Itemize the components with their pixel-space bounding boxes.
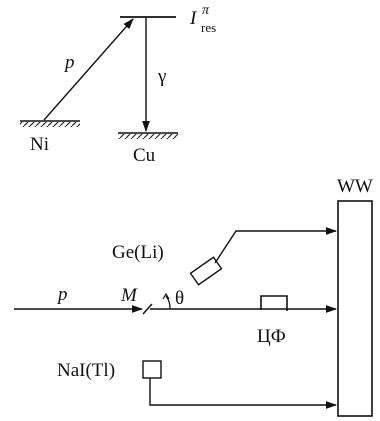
nai-detector — [142, 360, 162, 379]
faraday-cup — [260, 295, 288, 311]
level-scheme: I π res p γ Ni Cu — [20, 3, 216, 166]
ni-ground-level — [20, 120, 80, 127]
resonance-level-label: I — [189, 8, 198, 29]
target-foil — [142, 303, 153, 315]
nai-detector-label: NaI(Tl) — [57, 360, 115, 381]
electronics-block — [337, 200, 373, 417]
angle-arc — [165, 295, 171, 310]
resonance-level-superscript: π — [202, 3, 210, 18]
target-nucleus-label: Ni — [30, 134, 49, 155]
beam-label: p — [56, 284, 68, 305]
ge-signal-line — [214, 227, 338, 264]
ge-detector — [189, 256, 223, 286]
cu-ground-level — [118, 132, 178, 139]
proton-capture-arrow — [43, 18, 134, 121]
angle-label: θ — [175, 288, 184, 309]
ge-detector-label: Ge(Li) — [112, 242, 164, 263]
gamma-label: γ — [157, 66, 166, 87]
final-nucleus-label: Cu — [133, 145, 156, 166]
angle-arc-arrowhead — [162, 292, 170, 300]
electronics-label: WW — [337, 176, 373, 197]
nai-signal-line — [149, 378, 338, 409]
projectile-label: p — [63, 52, 75, 73]
faraday-cup-label: ЦФ — [257, 326, 286, 347]
experimental-setup: WW p M θ Ge(Li) ЦФ NaI(Tl) — [14, 176, 373, 417]
target-label: M — [120, 285, 138, 306]
resonance-level-subscript: res — [201, 20, 216, 35]
